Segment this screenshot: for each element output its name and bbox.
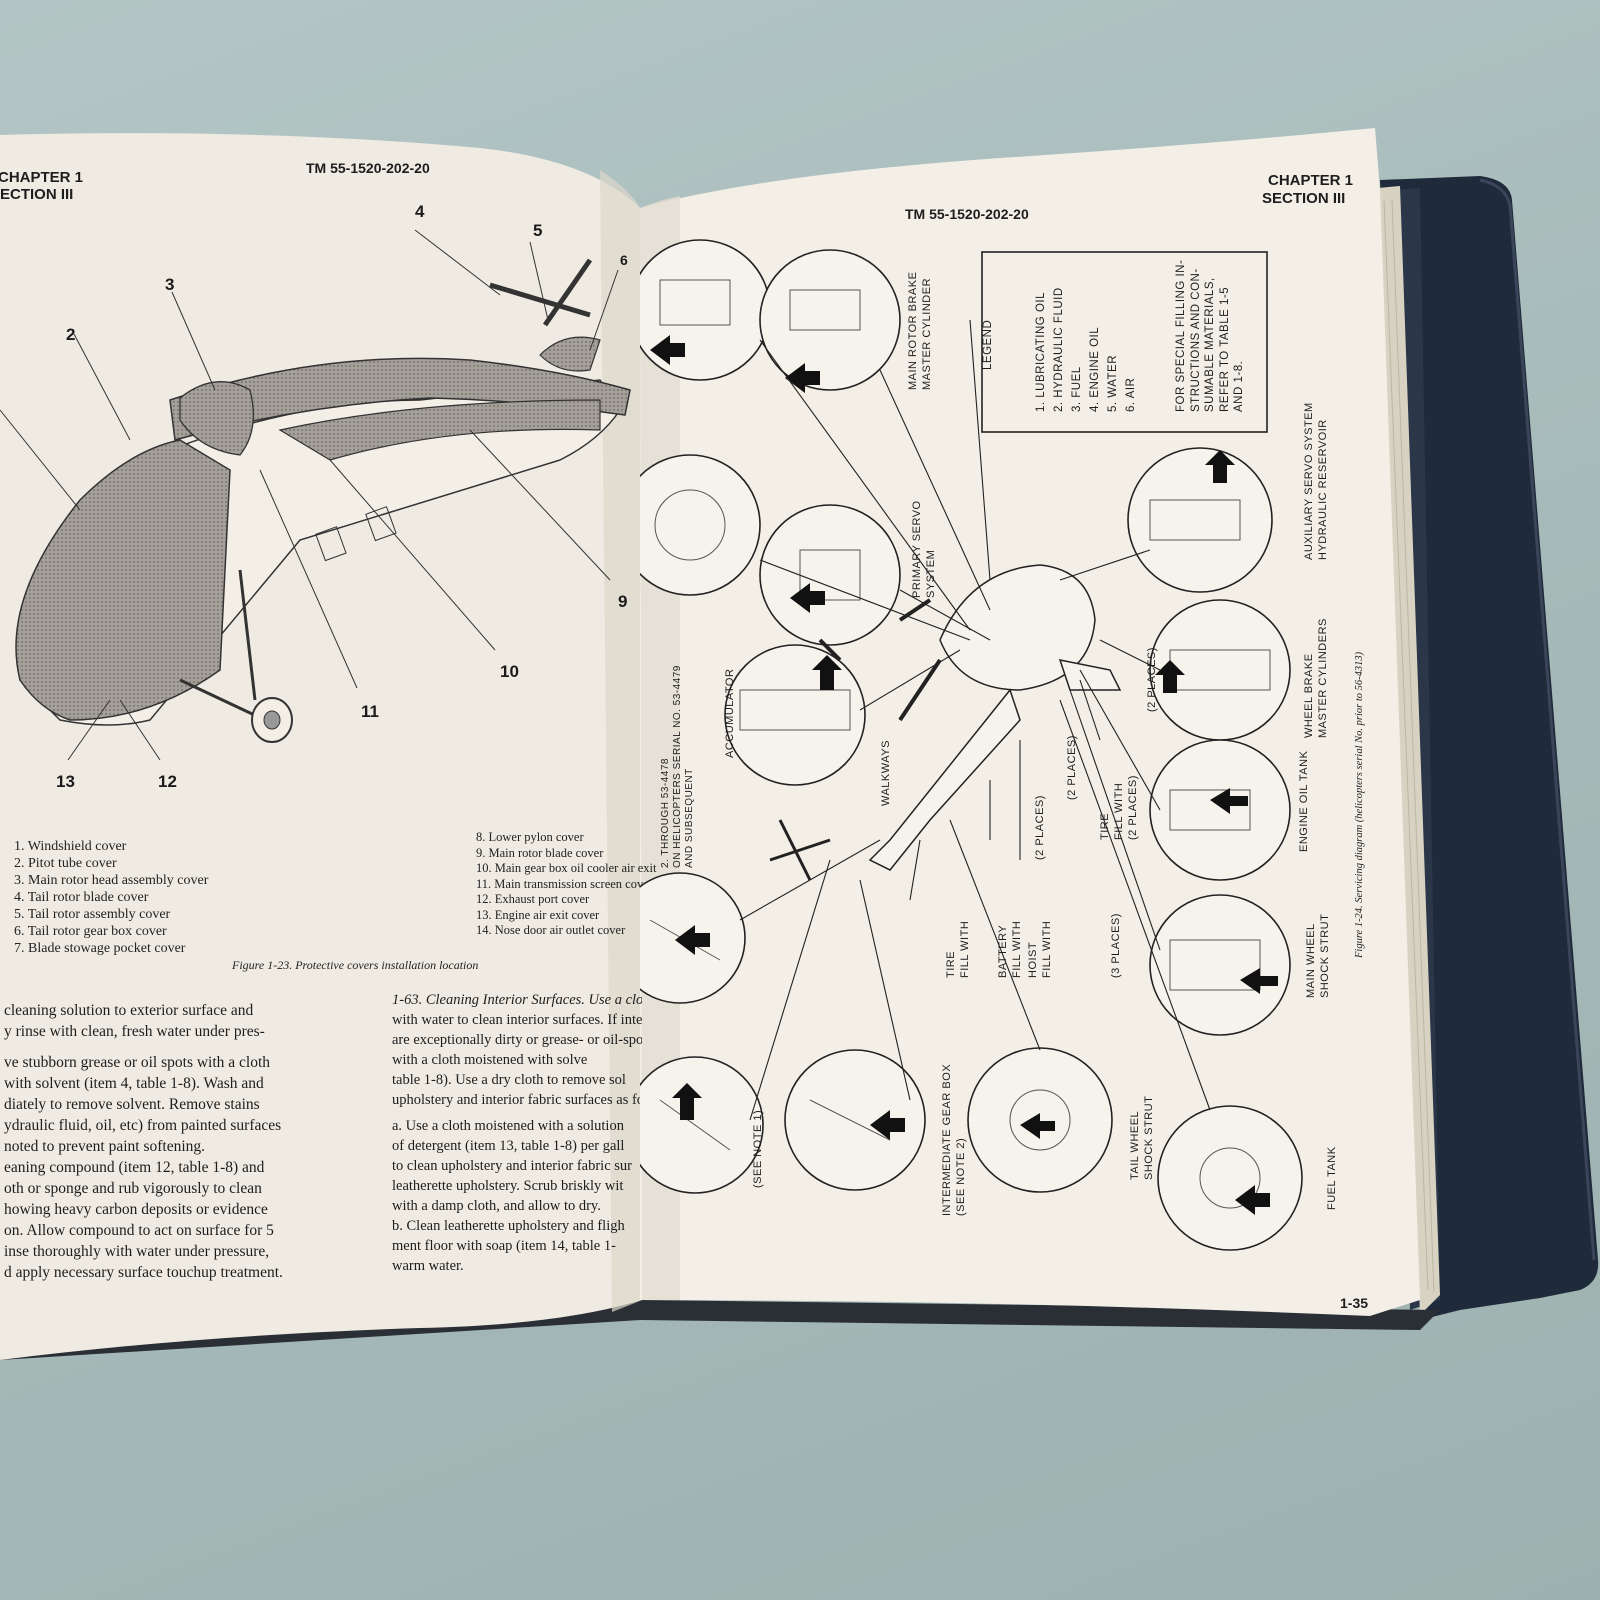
label-main-rotor-brake: MAIN ROTOR BRAKE MASTER CYLINDER bbox=[907, 271, 933, 390]
text-line: eaning compound (item 12, table 1-8) and bbox=[4, 1159, 265, 1176]
text-line: of detergent (item 13, table 1-8) per ga… bbox=[392, 1138, 625, 1154]
label-engine-oil-tank: ENGINE OIL TANK bbox=[1298, 750, 1310, 852]
servicing-legend-title: LEGEND bbox=[982, 319, 994, 370]
left-section-label: SECTION III bbox=[0, 186, 74, 203]
text-line: howing heavy carbon deposits or evidence bbox=[4, 1201, 268, 1218]
text-line: noted to prevent paint softening. bbox=[4, 1138, 206, 1155]
text-line: on. Allow compound to act on surface for… bbox=[4, 1222, 274, 1239]
text-line: 1-63. Cleaning Interior Surfaces. Use a … bbox=[392, 992, 642, 1008]
text-line: ydraulic fluid, oil, etc) from painted s… bbox=[4, 1117, 282, 1134]
text-line: to clean upholstery and interior fabric … bbox=[392, 1158, 632, 1174]
page-number: 1-35 bbox=[1340, 1295, 1369, 1311]
legend-item: 3. FUEL bbox=[1071, 366, 1083, 412]
callout-number: 2 bbox=[66, 325, 76, 344]
legend-item: 1. LUBRICATING OIL bbox=[1035, 292, 1047, 412]
servicing-legend-note: FOR SPECIAL FILLING IN- STRUCTIONS AND C… bbox=[1175, 259, 1245, 412]
callout-number: 13 bbox=[56, 772, 75, 791]
label-hoist-fill: HOIST FILL WITH bbox=[1027, 920, 1053, 978]
label-fuel-tank: FUEL TANK bbox=[1326, 1146, 1338, 1210]
left-chapter-label: CHAPTER 1 bbox=[0, 169, 84, 186]
text-line: a. Use a cloth moistened with a solution bbox=[392, 1118, 624, 1134]
text-line: cleaning solution to exterior surface an… bbox=[4, 1002, 254, 1019]
callout-number: 5 bbox=[533, 221, 543, 240]
legend-item: 13. Engine air exit cover bbox=[476, 907, 600, 922]
text-line: inse thoroughly with water under pressur… bbox=[4, 1243, 270, 1260]
text-line: with solvent (item 4, table 1-8). Wash a… bbox=[4, 1075, 264, 1092]
label-tail-wheel-shock: TAIL WHEEL SHOCK STRUT bbox=[1129, 1095, 1155, 1180]
covers-legend-right: 8. Lower pylon cover 9. Main rotor blade… bbox=[476, 830, 657, 939]
right-chapter-label: CHAPTER 1 bbox=[1268, 172, 1354, 189]
legend-item: 4. Tail rotor blade cover bbox=[14, 890, 149, 905]
note-serial-numbers: 2. THROUGH 53-4478 ON HELICOPTERS SERIAL… bbox=[660, 665, 695, 868]
figure-1-24-caption: Figure 1-24. Servicing diagram (helicopt… bbox=[1354, 651, 1365, 958]
label-two-places: (2 PLACES) bbox=[1066, 735, 1078, 800]
label-two-places: (2 PLACES) bbox=[1034, 795, 1046, 860]
label-three-places: (3 PLACES) bbox=[1110, 913, 1122, 978]
legend-item: 6. Tail rotor gear box cover bbox=[14, 924, 167, 939]
text-line: with a cloth moistened with solve bbox=[392, 1052, 588, 1068]
text-line: are exceptionally dirty or grease- or oi… bbox=[392, 1032, 642, 1048]
legend-item: 1. Windshield cover bbox=[14, 839, 127, 854]
legend-item: 7. Blade stowage pocket cover bbox=[14, 941, 186, 956]
servicing-legend-list: 1. LUBRICATING OIL 2. HYDRAULIC FLUID 3.… bbox=[1032, 287, 1140, 412]
left-tm-number: TM 55-1520-202-20 bbox=[306, 160, 430, 176]
label-see-note-1: (SEE NOTE 1) bbox=[752, 1109, 764, 1188]
legend-item: 2. HYDRAULIC FLUID bbox=[1053, 287, 1065, 412]
text-line: ment floor with soap (item 14, table 1- bbox=[392, 1238, 616, 1254]
text-line: with water to clean interior surfaces. I… bbox=[392, 1012, 642, 1028]
label-primary-servo: PRIMARY SERVO SYSTEM bbox=[911, 500, 937, 598]
label-main-wheel-shock: MAIN WHEEL SHOCK STRUT bbox=[1305, 913, 1331, 998]
text-line: leatherette upholstery. Scrub briskly wi… bbox=[392, 1178, 624, 1194]
callout-number: 4 bbox=[415, 202, 425, 221]
legend-item: 5. WATER bbox=[1107, 354, 1119, 412]
callout-number: 10 bbox=[500, 662, 519, 681]
callout-number: 9 bbox=[618, 592, 628, 611]
legend-item: 11. Main transmission screen cover bbox=[476, 876, 653, 891]
text-line: diately to remove solvent. Remove stains bbox=[4, 1096, 260, 1113]
left-body-column-2: 1-63. Cleaning Interior Surfaces. Use a … bbox=[392, 990, 642, 1276]
legend-item: 12. Exhaust port cover bbox=[476, 892, 590, 906]
label-battery-fill: BATTERY FILL WITH bbox=[997, 920, 1023, 978]
figure-1-23-caption: Figure 1-23. Protective covers installat… bbox=[232, 958, 479, 972]
legend-item: 3. Main rotor head assembly cover bbox=[14, 873, 209, 888]
text-line: table 1-8). Use a dry cloth to remove so… bbox=[392, 1072, 626, 1088]
callout-number: 11 bbox=[361, 702, 379, 721]
label-intermediate-gear-box: INTERMEDIATE GEAR BOX (SEE NOTE 2) bbox=[941, 1063, 967, 1216]
legend-item: 9. Main rotor blade cover bbox=[476, 845, 604, 860]
label-aux-servo: AUXILIARY SERVO SYSTEM HYDRAULIC RESERVO… bbox=[1303, 402, 1329, 560]
label-two-places: (2 PLACES) bbox=[1146, 647, 1158, 712]
servicing-diagram bbox=[640, 239, 1303, 1251]
covers-legend-left: 1. Windshield cover 2. Pitot tube cover … bbox=[14, 838, 208, 957]
text-line: y rinse with clean, fresh water under pr… bbox=[4, 1023, 265, 1040]
legend-item: 2. Pitot tube cover bbox=[14, 856, 117, 871]
label-wheel-brake: WHEEL BRAKE MASTER CYLINDERS bbox=[1303, 618, 1329, 738]
text-line: ve stubborn grease or oil spots with a c… bbox=[4, 1054, 271, 1071]
right-tm-number: TM 55-1520-202-20 bbox=[905, 206, 1029, 222]
helicopter-covers-illustration bbox=[0, 229, 631, 761]
text-line: b. Clean leatherette upholstery and flig… bbox=[392, 1218, 625, 1234]
legend-item: 4. ENGINE OIL bbox=[1089, 326, 1101, 412]
text-line: d apply necessary surface touchup treatm… bbox=[4, 1264, 283, 1281]
text-line: with a damp cloth, and allow to dry. bbox=[392, 1198, 601, 1214]
legend-item: 8. Lower pylon cover bbox=[476, 830, 584, 844]
callout-number: 12 bbox=[158, 772, 177, 791]
label-walkways: WALKWAYS bbox=[880, 740, 892, 806]
right-section-label: SECTION III bbox=[1262, 190, 1346, 207]
left-body-column-1: cleaning solution to exterior surface an… bbox=[4, 1000, 364, 1283]
legend-item: 10. Main gear box oil cooler air exit bbox=[476, 861, 657, 875]
legend-item: 5. Tail rotor assembly cover bbox=[14, 907, 171, 922]
text-line: warm water. bbox=[392, 1258, 464, 1274]
label-tire-fill-two-places: TIRE FILL WITH (2 PLACES) bbox=[1099, 775, 1139, 840]
text-line: oth or sponge and rub vigorously to clea… bbox=[4, 1180, 262, 1197]
label-tire-fill: TIRE FILL WITH bbox=[945, 920, 971, 978]
label-accumulator: ACCUMULATOR bbox=[724, 668, 736, 758]
legend-item: 14. Nose door air outlet cover bbox=[476, 923, 626, 937]
legend-item: 6. AIR bbox=[1125, 377, 1137, 412]
callout-number: 6 bbox=[620, 252, 628, 268]
text-line: upholstery and interior fabric surfaces … bbox=[392, 1092, 642, 1108]
callout-number: 3 bbox=[165, 275, 175, 294]
